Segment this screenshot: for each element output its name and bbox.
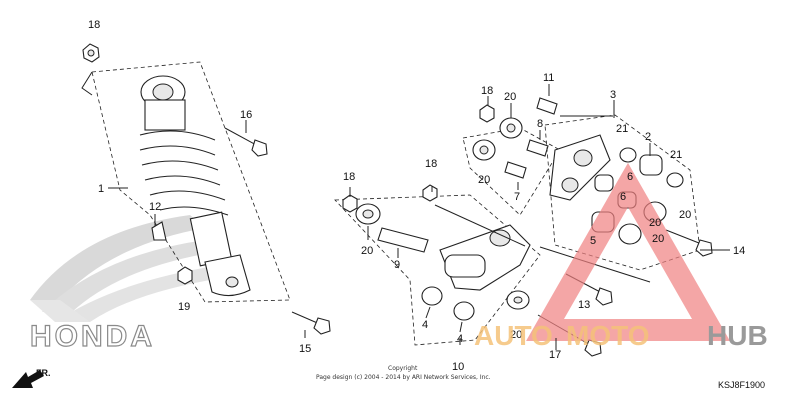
callout-10: 10 bbox=[452, 361, 464, 373]
callouts: 18 1 12 19 16 15 18 20 9 18 4 4 10 18 20… bbox=[88, 19, 745, 373]
shock-arm-link bbox=[334, 184, 541, 346]
watermark-hub: HUB bbox=[707, 320, 768, 351]
front-direction-arrow: FR. bbox=[12, 368, 51, 388]
callout-20: 20 bbox=[510, 329, 522, 341]
callout-7: 7 bbox=[514, 191, 520, 203]
copyright-line-1: Copyright bbox=[388, 365, 418, 372]
callout-6: 6 bbox=[627, 171, 633, 183]
callout-21: 21 bbox=[670, 149, 682, 161]
callout-18: 18 bbox=[88, 19, 100, 31]
pin-icon bbox=[536, 97, 558, 115]
callout-18: 18 bbox=[343, 171, 355, 183]
fr-label: FR. bbox=[36, 368, 51, 378]
leader-lines bbox=[108, 84, 730, 350]
nut-icon bbox=[479, 104, 495, 123]
callout-5: 5 bbox=[590, 235, 596, 247]
watermark-text: AUTO MOTO HUB bbox=[474, 320, 768, 351]
bushing-icon bbox=[504, 161, 527, 179]
callout-12: 12 bbox=[149, 201, 161, 213]
honda-logo-text: HONDA bbox=[30, 320, 155, 353]
callout-13: 13 bbox=[578, 299, 590, 311]
nut-icon bbox=[82, 43, 100, 63]
collar-icon bbox=[377, 227, 429, 253]
callout-11: 11 bbox=[543, 72, 554, 84]
callout-2: 2 bbox=[645, 131, 651, 143]
callout-20: 20 bbox=[679, 209, 691, 221]
callout-21: 21 bbox=[616, 123, 628, 135]
callout-20: 20 bbox=[478, 174, 490, 186]
watermark-triangle bbox=[526, 162, 730, 341]
callout-20: 20 bbox=[652, 233, 664, 245]
washer-icon bbox=[618, 223, 642, 245]
callout-4: 4 bbox=[457, 333, 463, 345]
callout-20: 20 bbox=[649, 217, 661, 229]
callout-18: 18 bbox=[481, 85, 493, 97]
bushing-icon bbox=[594, 174, 614, 192]
seal-icon bbox=[619, 147, 637, 163]
pivot-small-parts bbox=[462, 97, 561, 216]
bolt-icon bbox=[665, 229, 713, 257]
watermark-auto: AUTO bbox=[474, 320, 553, 351]
callout-20: 20 bbox=[361, 245, 373, 257]
callout-1: 1 bbox=[98, 183, 104, 195]
bolt-icon bbox=[565, 273, 613, 306]
bushing-icon bbox=[526, 139, 549, 157]
callout-8: 8 bbox=[537, 118, 543, 130]
callout-15: 15 bbox=[299, 343, 311, 355]
copyright-line-2: Page design (c) 2004 - 2014 by ARI Netwo… bbox=[316, 374, 491, 381]
callout-17: 17 bbox=[549, 349, 561, 361]
rear-shock-absorber bbox=[81, 61, 291, 303]
callout-4: 4 bbox=[422, 319, 428, 331]
diagram-code: KSJ8F1900 bbox=[718, 380, 765, 390]
callout-6: 6 bbox=[620, 191, 626, 203]
watermark-moto: MOTO bbox=[566, 320, 649, 351]
bushing-icon bbox=[421, 286, 443, 306]
callout-19: 19 bbox=[178, 301, 190, 313]
callout-20: 20 bbox=[504, 91, 516, 103]
callout-16: 16 bbox=[240, 109, 252, 121]
bushing-icon bbox=[639, 154, 663, 176]
callout-14: 14 bbox=[733, 245, 745, 257]
nut-icon bbox=[177, 266, 193, 285]
bushing-icon bbox=[453, 301, 475, 321]
seal-icon bbox=[666, 172, 684, 188]
stay-bracket bbox=[151, 221, 167, 241]
callout-9: 9 bbox=[394, 259, 400, 271]
bolt-icon bbox=[224, 127, 268, 157]
callout-3: 3 bbox=[610, 89, 616, 101]
bolt-icon bbox=[291, 311, 331, 335]
callout-18: 18 bbox=[425, 158, 437, 170]
nut-icon bbox=[422, 184, 438, 202]
nut-icon bbox=[342, 194, 358, 213]
